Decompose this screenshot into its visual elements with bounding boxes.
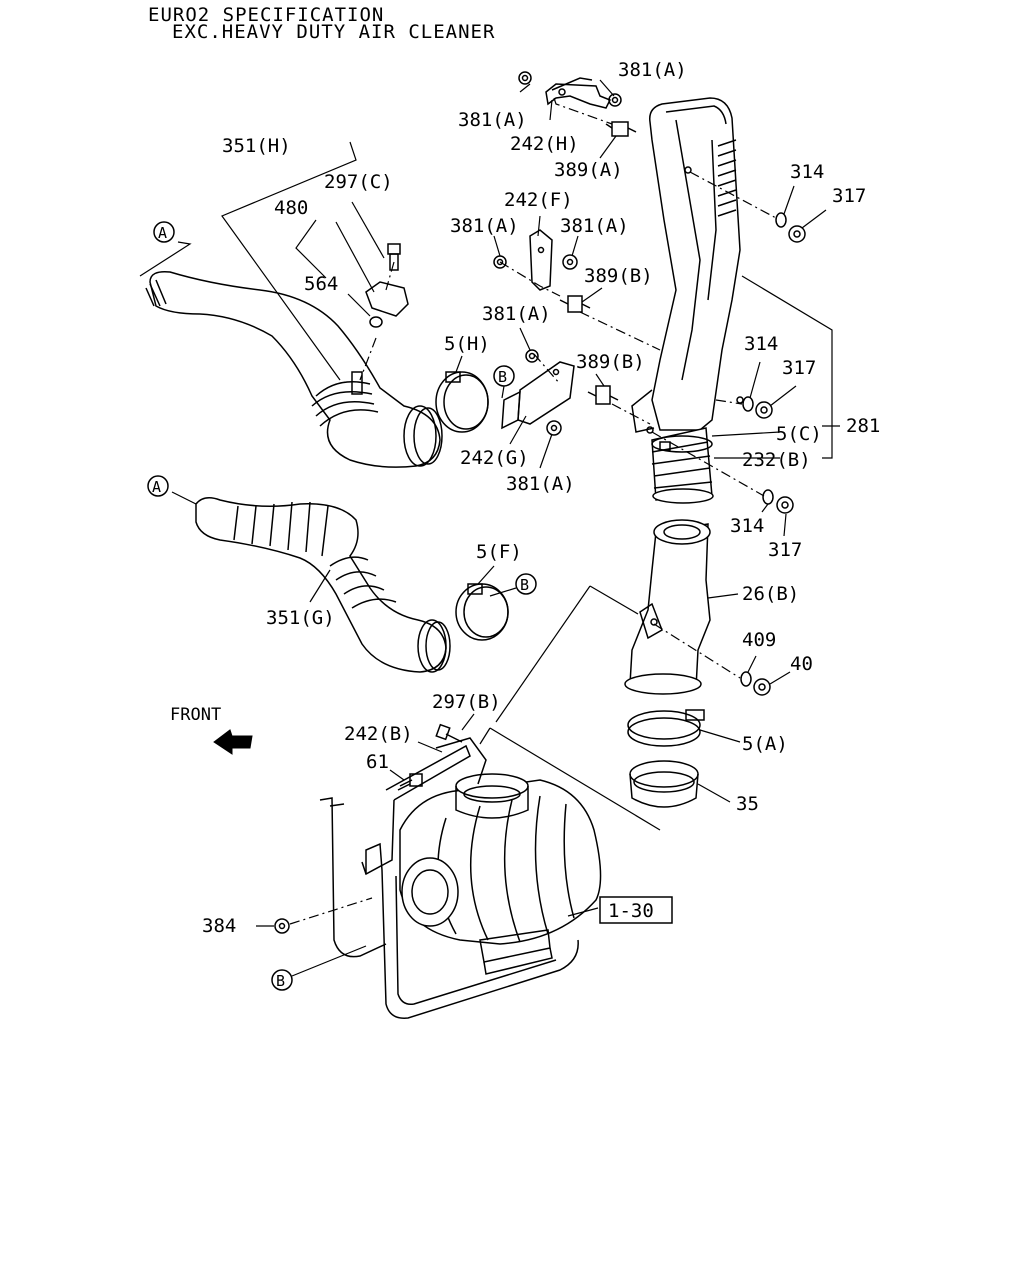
label-314-3: 314: [730, 515, 764, 537]
circle-marker-a-2: A: [147, 475, 169, 497]
sensor-480-297c-564: [365, 243, 409, 328]
reference-box-label: 1-30: [608, 900, 654, 922]
label-389b-1: 389(B): [584, 265, 653, 287]
circle-marker-a-1-text: A: [158, 224, 167, 242]
bolt-297b: [435, 723, 463, 743]
label-389b-2: 389(B): [576, 351, 645, 373]
duct-26b: [624, 519, 711, 695]
mount-389a: [605, 121, 637, 137]
label-564: 564: [304, 273, 338, 295]
label-381a-2: 381(A): [458, 109, 527, 131]
label-314-1: 314: [790, 161, 824, 183]
nut-384: [274, 918, 290, 934]
circle-marker-b-1: B: [493, 365, 515, 387]
label-317-2: 317: [782, 357, 816, 379]
nuts-381a-lower: [525, 349, 562, 436]
circle-marker-b-2: B: [515, 573, 537, 595]
circle-marker-b-3: B: [271, 969, 293, 991]
label-351h: 351(H): [222, 135, 291, 157]
label-381a-3: 381(A): [450, 215, 519, 237]
bracket-242f: [529, 229, 553, 291]
washer-nut-409-40: [740, 671, 771, 696]
nut-381a-top: [518, 71, 622, 107]
air-cleaner-body: [399, 773, 602, 945]
label-480: 480: [274, 197, 308, 219]
label-389a: 389(A): [554, 159, 623, 181]
label-35: 35: [736, 793, 759, 815]
clamp-5c: [651, 435, 713, 453]
label-232b: 232(B): [742, 449, 811, 471]
label-26b: 26(B): [742, 583, 799, 605]
center-lines: [289, 97, 777, 925]
part-labels: 381(A) 381(A) 242(H) 389(A) 314 317 351(…: [170, 59, 880, 937]
air-cleaner-frame: [319, 797, 579, 1019]
circle-marker-b-2-text: B: [520, 576, 529, 594]
seal-35: [629, 760, 699, 808]
label-5f: 5(F): [476, 541, 522, 563]
intake-pipe-281: [631, 97, 744, 434]
circle-marker-a-1: A: [153, 221, 175, 243]
flex-hose-232b: [651, 427, 714, 504]
diagram-title-line1: EURO2 SPECIFICATION: [148, 4, 385, 26]
circle-marker-a-2-text: A: [152, 478, 161, 496]
label-297c: 297(C): [324, 171, 393, 193]
label-381a-6: 381(A): [506, 473, 575, 495]
circle-marker-b-1-text: B: [498, 368, 507, 386]
label-384: 384: [202, 915, 236, 937]
label-351g: 351(G): [266, 607, 335, 629]
clamp-5h: [435, 371, 489, 433]
label-314-2: 314: [744, 333, 778, 355]
label-297b: 297(B): [432, 691, 501, 713]
label-317-1: 317: [832, 185, 866, 207]
nuts-381a-mid: [493, 254, 578, 270]
label-5c: 5(C): [776, 423, 822, 445]
label-381a-4: 381(A): [560, 215, 629, 237]
hose-351g: [195, 497, 451, 673]
label-242f: 242(F): [504, 189, 573, 211]
label-381a-5: 381(A): [482, 303, 551, 325]
bracket-242h: [545, 77, 612, 109]
clamp-5f: [455, 583, 509, 641]
mount-389b-lower: [587, 385, 619, 405]
bracket-242g: [501, 361, 575, 430]
label-381a-1: 381(A): [618, 59, 687, 81]
label-242b: 242(B): [344, 723, 413, 745]
clamp-5a: [627, 709, 705, 747]
washer-nut-314-317-upper: [775, 212, 806, 243]
leader-lines: [139, 79, 840, 977]
circle-marker-b-3-text: B: [276, 972, 285, 990]
air-cleaner-bracket-242b: [361, 737, 487, 876]
label-40: 40: [790, 653, 813, 675]
washer-nut-314-317-lower: [762, 489, 794, 514]
label-242g: 242(G): [460, 447, 529, 469]
label-281: 281: [846, 415, 880, 437]
label-5a: 5(A): [742, 733, 788, 755]
reference-box-1-30: 1-30: [599, 896, 673, 924]
bolt-61: [397, 773, 423, 791]
washer-nut-314-317-middle: [742, 396, 773, 419]
label-242h: 242(H): [510, 133, 579, 155]
front-arrow-icon: [213, 729, 253, 755]
label-5h: 5(H): [444, 333, 490, 355]
hose-351h: [145, 270, 443, 468]
label-61: 61: [366, 751, 389, 773]
label-409: 409: [742, 629, 776, 651]
mount-389b-upper: [559, 295, 591, 313]
label-317-3: 317: [768, 539, 802, 561]
diagram-title-line2: EXC.HEAVY DUTY AIR CLEANER: [172, 21, 496, 43]
front-label: FRONT: [170, 705, 221, 725]
